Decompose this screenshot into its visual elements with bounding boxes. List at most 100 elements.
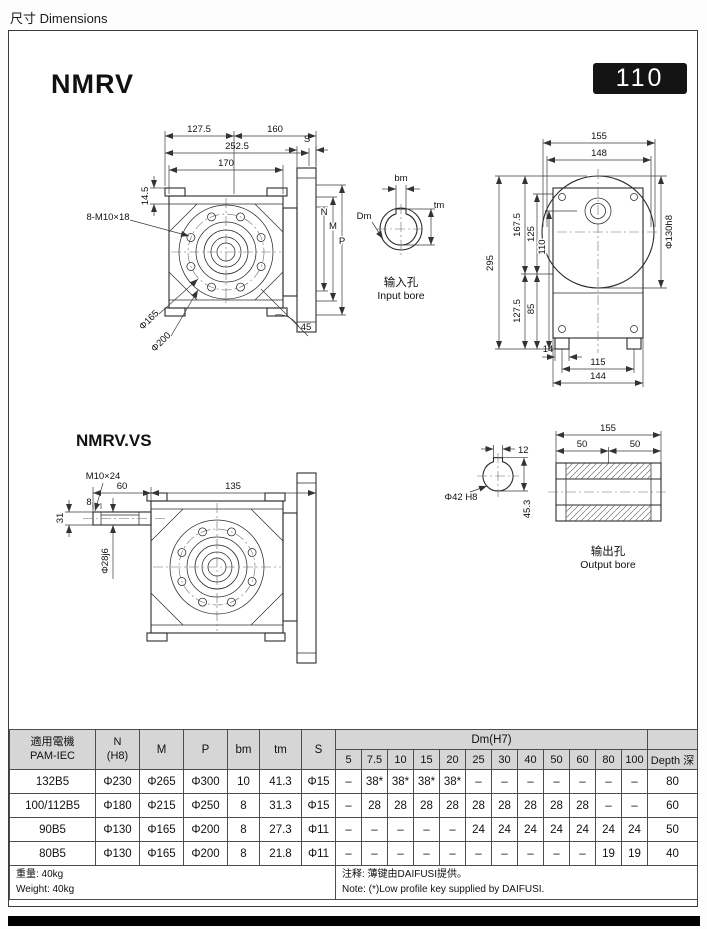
cell-dm: – — [491, 769, 518, 794]
dm-size-header: 100 — [621, 749, 648, 770]
cell-dm: 28 — [413, 793, 440, 818]
cell-s: Φ15 — [301, 769, 336, 794]
output-bore-caption-zh: 输出孔 — [591, 544, 626, 558]
dim-144: 144 — [590, 371, 606, 382]
table-row-80b5: 80B5 Φ130 Φ165 Φ200 8 21.8 Φ11 – – – – –… — [9, 841, 698, 866]
col-header-tm: tm — [259, 729, 302, 770]
cell-m: Φ165 — [139, 817, 184, 842]
dim-m10x24: M10×24 — [86, 471, 121, 482]
dim-115: 115 — [590, 357, 605, 368]
cell-dm: 28 — [543, 793, 570, 818]
cell-dm: 38* — [413, 769, 440, 794]
cell-tm: 27.3 — [259, 817, 302, 842]
dim-m: M — [329, 221, 337, 232]
dim-160: 160 — [267, 124, 283, 135]
dim-31: 31 — [55, 513, 66, 524]
dm-size-header: 5 — [335, 749, 362, 770]
cell-dm: 38* — [361, 769, 388, 794]
cell-dm: 28 — [569, 793, 596, 818]
cell-dm: – — [361, 841, 388, 866]
dim-n: N — [321, 207, 328, 218]
cell-dm: – — [517, 769, 544, 794]
input-bore-keyway — [384, 208, 418, 246]
dim-127-5: 127.5 — [187, 124, 211, 135]
cell-dm: – — [595, 793, 622, 818]
cell-dm: – — [335, 793, 362, 818]
cell-bm: 8 — [227, 793, 260, 818]
cell-s: Φ15 — [301, 793, 336, 818]
dim-252-5: 252.5 — [225, 141, 249, 152]
dim-14: 14 — [543, 344, 554, 355]
col-header-pam-en: PAM-IEC — [29, 749, 76, 762]
dim-phi42h8: Φ42 H8 — [445, 492, 478, 503]
cell-dm: – — [361, 817, 388, 842]
cell-dm: 19 — [595, 841, 622, 866]
cell-dm: 24 — [465, 817, 492, 842]
col-header-dm: Dm(H7) — [335, 729, 648, 750]
cell-dm: – — [413, 841, 440, 866]
key-note-en: Note: (*)Low profile key supplied by DAI… — [342, 883, 545, 895]
dim-135: 135 — [225, 481, 241, 492]
cell-p: Φ200 — [183, 817, 228, 842]
dim-45-3: 45.3 — [522, 500, 533, 519]
col-header-depth: Depth 深 — [647, 749, 698, 770]
cell-dm: 24 — [569, 817, 596, 842]
cell-dm: 28 — [491, 793, 518, 818]
cell-dm: – — [335, 769, 362, 794]
cell-bm: 8 — [227, 841, 260, 866]
col-header-p: P — [183, 729, 228, 770]
nmrv-vs-view: M10×24 60 135 31 Φ28j6 8 — [54, 471, 317, 664]
dim-50-right: 50 — [630, 439, 641, 450]
cell-dm: – — [387, 817, 414, 842]
cell-dm: 28 — [361, 793, 388, 818]
dim-110: 110 — [537, 239, 548, 254]
cell-dm: – — [543, 769, 570, 794]
cell-dm: 28 — [387, 793, 414, 818]
input-bore-caption-en: Input bore — [377, 290, 424, 302]
cell-dm: – — [335, 817, 362, 842]
cell-dm: 24 — [543, 817, 570, 842]
cell-dm: 28 — [517, 793, 544, 818]
key-note: 注释: 薄键由DAIFUSI提供。 Note: (*)Low profile k… — [335, 865, 698, 900]
cell-p: Φ300 — [183, 769, 228, 794]
cell-dm: – — [543, 841, 570, 866]
dim-12: 12 — [518, 445, 529, 456]
dim-phi165: Φ165 — [137, 308, 161, 332]
dim-155-output: 155 — [600, 423, 616, 434]
dim-14-5: 14.5 — [140, 187, 151, 206]
side-view: 155 148 295 167.5 127.5 125 85 — [484, 131, 675, 387]
model-title: NMRV — [51, 69, 135, 99]
dm-size-header: 50 — [543, 749, 570, 770]
cell-dm: 24 — [491, 817, 518, 842]
dim-8: 8 — [86, 497, 91, 508]
input-flange-plate — [296, 167, 317, 333]
cell-dm: – — [465, 769, 492, 794]
cell-dm: 24 — [595, 817, 622, 842]
dim-dm: Dm — [357, 211, 372, 222]
cell-dm: – — [387, 841, 414, 866]
dim-127-5-side: 127.5 — [512, 299, 523, 323]
vs-flange-plate — [296, 472, 317, 664]
dm-size-header: 60 — [569, 749, 596, 770]
dim-155-side: 155 — [591, 131, 607, 142]
cell-depth: 80 — [647, 769, 698, 794]
col-header-n-symbol: N — [113, 735, 122, 748]
cell-bm: 10 — [227, 769, 260, 794]
cell-dm: – — [517, 841, 544, 866]
cell-dm: – — [621, 769, 648, 794]
cell-dm: 24 — [517, 817, 544, 842]
input-bore-caption-zh: 输入孔 — [384, 275, 419, 289]
col-header-pam: 適用電機 PAM-IEC — [9, 729, 96, 770]
cell-tm: 21.8 — [259, 841, 302, 866]
cell-dm: – — [439, 817, 466, 842]
cell-m: Φ215 — [139, 793, 184, 818]
dm-size-header: 25 — [465, 749, 492, 770]
output-bore-caption-en: Output bore — [580, 559, 636, 571]
dm-size-header: 40 — [517, 749, 544, 770]
cell-dm: 28 — [465, 793, 492, 818]
input-bore-view: bm tm Dm 输入孔 Input bore — [357, 173, 445, 302]
dim-bm: bm — [394, 173, 407, 184]
cell-dm: – — [335, 841, 362, 866]
col-header-s: S — [301, 729, 336, 770]
weight-en: Weight: 40kg — [16, 883, 75, 895]
